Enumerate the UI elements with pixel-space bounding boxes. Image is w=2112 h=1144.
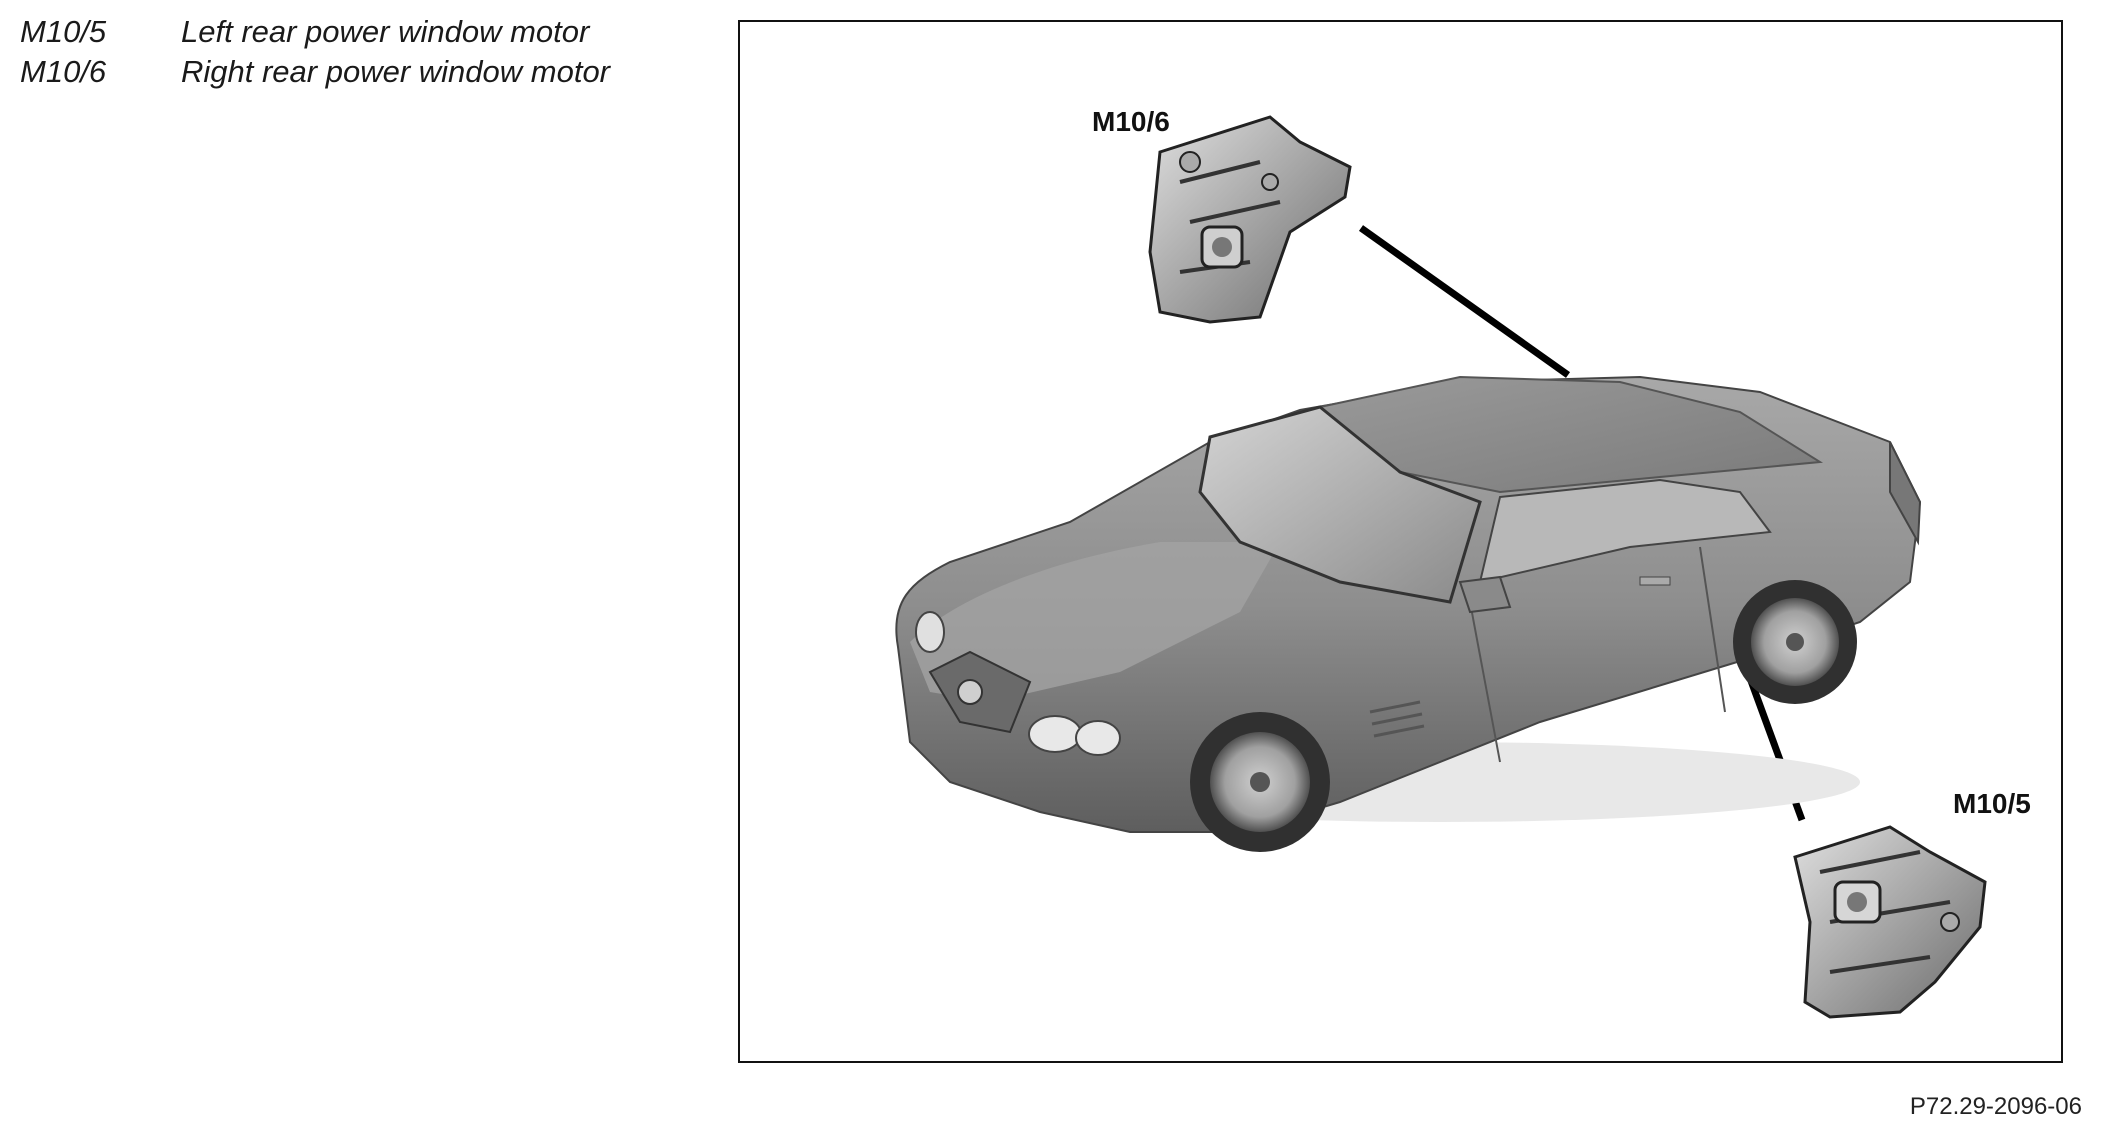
legend-description: Left rear power window motor bbox=[181, 14, 590, 49]
legend-description: Right rear power window motor bbox=[181, 54, 611, 89]
callout-label: M10/5 bbox=[1953, 788, 2031, 819]
legend: M10/5 Left rear power window motor M10/6… bbox=[20, 12, 610, 92]
window-motor-m10-6 bbox=[1148, 115, 1352, 324]
callout-label: M10/6 bbox=[1092, 106, 1170, 137]
leader-line-m10-6 bbox=[1358, 225, 1571, 378]
legend-code: M10/5 bbox=[20, 14, 107, 49]
reference-code: P72.29-2096-06 bbox=[1909, 1093, 2082, 1120]
legend-item: M10/6 Right rear power window motor bbox=[20, 52, 610, 92]
diagram-frame: M10/6 M10/5 bbox=[738, 20, 2063, 1063]
legend-item: M10/5 Left rear power window motor bbox=[20, 12, 610, 52]
car-illustration bbox=[895, 375, 1922, 852]
legend-code: M10/6 bbox=[20, 54, 107, 89]
window-motor-m10-5 bbox=[1793, 825, 1987, 1019]
car-diagram bbox=[895, 115, 1987, 1019]
